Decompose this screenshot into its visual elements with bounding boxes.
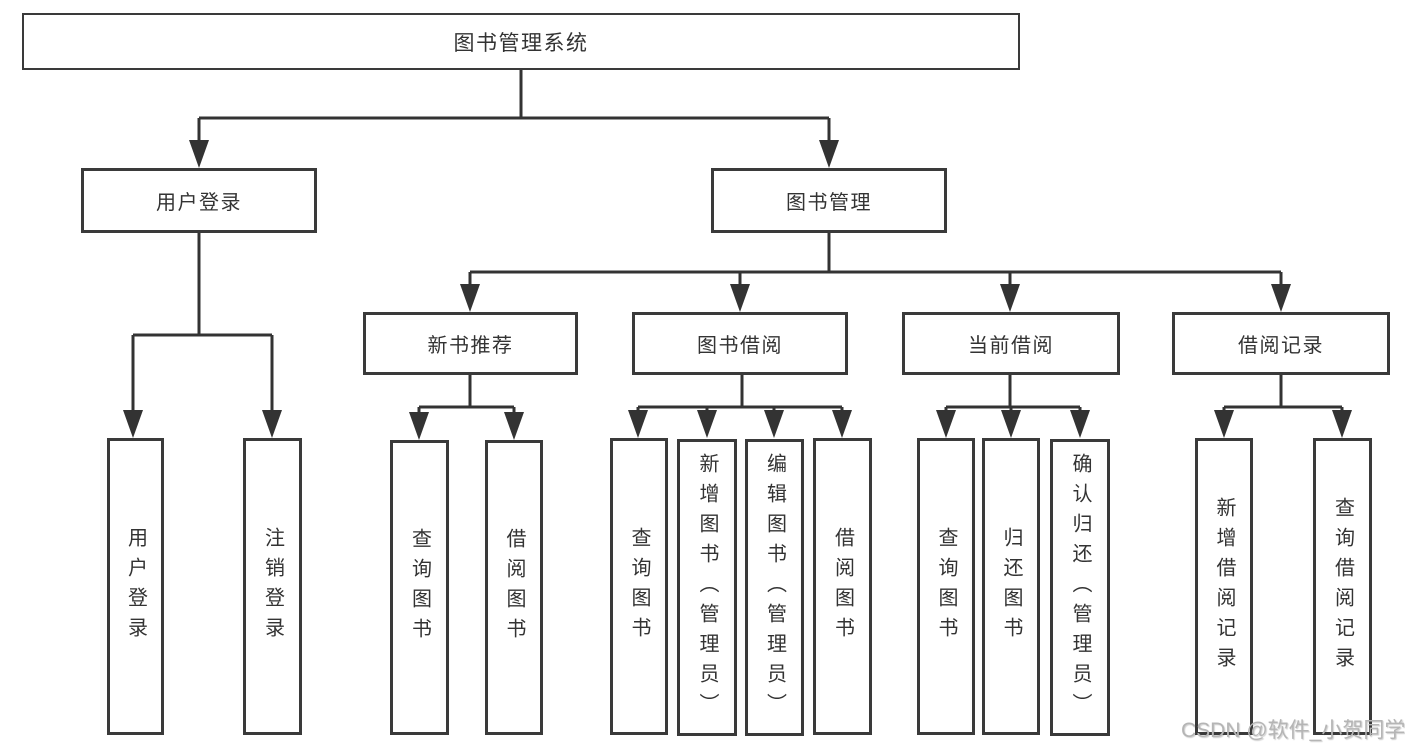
node-book-borrowing: 图书借阅: [632, 312, 848, 375]
leaf-borrow-books-2: 借阅图书: [813, 438, 872, 735]
node-book-management-label: 图书管理: [786, 192, 872, 214]
leaf-add-books-admin-label: 新增图书（管理员）: [696, 452, 718, 723]
csdn-watermark: CSDN @软件_小贺同学: [1181, 719, 1405, 742]
leaf-return-books: 归还图书: [982, 438, 1040, 735]
leaf-user-login-label: 用户登录: [124, 526, 147, 647]
leaf-confirm-return-admin: 确认归还（管理员）: [1050, 439, 1110, 736]
node-library-system-label: 图书管理系统: [453, 31, 589, 55]
leaf-borrow-books-1-label: 借阅图书: [503, 527, 525, 648]
leaf-query-books-2: 查询图书: [610, 438, 668, 735]
leaf-query-books-1: 查询图书: [390, 440, 449, 735]
leaf-add-borrow-record: 新增借阅记录: [1195, 438, 1253, 735]
node-borrowing-records: 借阅记录: [1172, 312, 1390, 375]
leaf-return-books-label: 归还图书: [1000, 526, 1022, 647]
arrowheads: [123, 140, 1352, 440]
leaf-logout-label: 注销登录: [261, 526, 284, 647]
node-new-book-recommend: 新书推荐: [363, 312, 578, 375]
node-borrowing-records-label: 借阅记录: [1238, 335, 1324, 357]
node-new-book-recommend-label: 新书推荐: [427, 335, 514, 357]
node-user-login: 用户登录: [81, 168, 317, 233]
node-book-borrowing-label: 图书借阅: [697, 335, 783, 357]
leaf-query-borrow-record: 查询借阅记录: [1313, 438, 1372, 735]
leaf-borrow-books-1: 借阅图书: [485, 440, 543, 735]
node-current-borrowing-label: 当前借阅: [968, 335, 1054, 357]
node-book-management: 图书管理: [711, 168, 947, 233]
leaf-confirm-return-admin-label: 确认归还（管理员）: [1069, 452, 1091, 723]
leaf-query-borrow-record-label: 查询借阅记录: [1331, 496, 1354, 677]
leaf-add-books-admin: 新增图书（管理员）: [677, 439, 737, 736]
leaf-edit-books-admin-label: 编辑图书（管理员）: [763, 452, 786, 723]
node-library-system: 图书管理系统: [22, 13, 1020, 70]
leaf-logout: 注销登录: [243, 438, 302, 735]
leaf-query-books-1-label: 查询图书: [408, 527, 431, 648]
leaf-add-borrow-record-label: 新增借阅记录: [1213, 496, 1235, 677]
leaf-user-login: 用户登录: [107, 438, 164, 735]
node-user-login-label: 用户登录: [156, 192, 242, 214]
node-current-borrowing: 当前借阅: [902, 312, 1120, 375]
leaf-edit-books-admin: 编辑图书（管理员）: [745, 439, 804, 736]
leaf-borrow-books-2-label: 借阅图书: [831, 526, 854, 647]
leaf-query-books-2-label: 查询图书: [628, 526, 650, 647]
leaf-query-books-3: 查询图书: [917, 438, 975, 735]
leaf-query-books-3-label: 查询图书: [935, 526, 957, 647]
